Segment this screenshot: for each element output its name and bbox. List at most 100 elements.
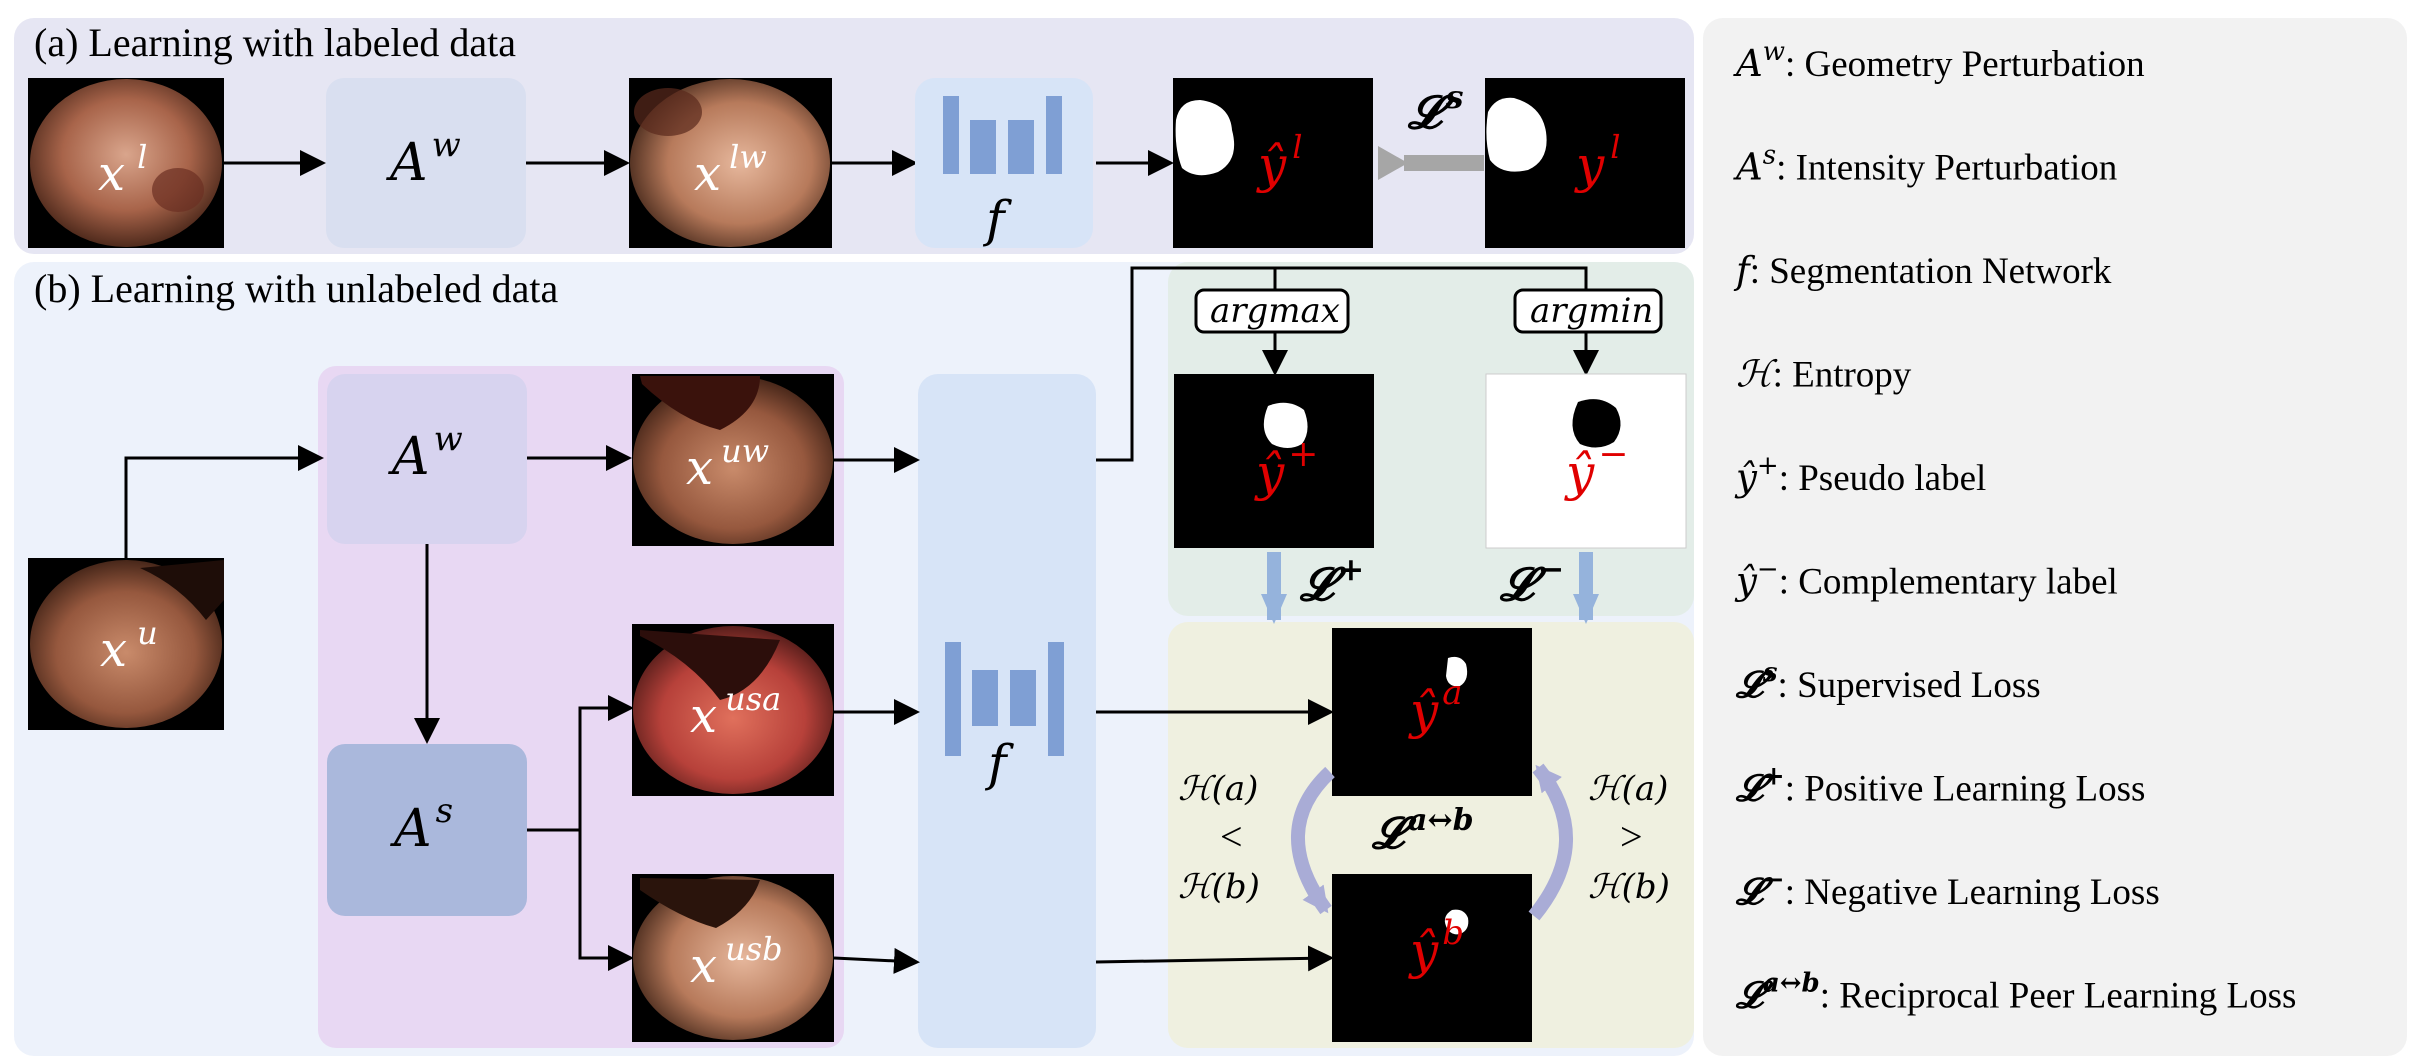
- label-x-sup: uw: [721, 432, 769, 470]
- label-yhat: ŷ: [1408, 682, 1439, 740]
- label-A: A: [388, 427, 430, 487]
- label-yhat-sup: −: [1598, 434, 1628, 475]
- arrow-reciprocal-b-to-a: [1528, 763, 1573, 921]
- legend-description: : Positive Learning Loss: [1785, 769, 2146, 810]
- line-to-argmin: [1275, 266, 1588, 292]
- label-entropy-b-right: ℋ(b): [1588, 867, 1670, 907]
- label-x-sup: l: [137, 138, 147, 176]
- label-yhat-sup: l: [1292, 128, 1302, 166]
- label-x: x: [100, 622, 127, 678]
- arrow-reciprocal-a-to-b: [1291, 766, 1335, 915]
- label-A-sup-w: w: [434, 419, 463, 459]
- label-yhat-sup: b: [1442, 913, 1464, 953]
- legend-description: : Geometry Perturbation: [1785, 44, 2145, 85]
- svg-text:𝓛+: 𝓛+: [1299, 550, 1364, 611]
- label-x-sup: usb: [725, 930, 783, 968]
- legend-item: Aw: Geometry Perturbation: [1733, 37, 2145, 85]
- legend-symbol-sup: w: [1763, 37, 1785, 67]
- legend-description: : Supervised Loss: [1778, 665, 2041, 706]
- label-x: x: [690, 938, 717, 994]
- label-yhat: ŷ: [1254, 444, 1285, 502]
- label-entropy-a-left: ℋ(a): [1178, 769, 1258, 809]
- label-A: A: [386, 133, 428, 193]
- label-y: y: [1574, 136, 1605, 194]
- arrow-xu-to-aw: [124, 445, 324, 558]
- label-greater-than: >: [1620, 814, 1643, 859]
- svg-text:xlw: xlw: [694, 138, 767, 202]
- label-entropy-a-right: ℋ(a): [1588, 769, 1668, 809]
- panel-b-title: (b) Learning with unlabeled data: [34, 266, 558, 311]
- label-yhat-sup: +: [1288, 434, 1318, 475]
- label-x-sup: usa: [725, 680, 781, 718]
- legend-item: ℋ: Entropy: [1736, 353, 1912, 396]
- label-argmin: argmin: [1530, 291, 1653, 331]
- arrow-net-to-yhat-b: [1095, 945, 1334, 972]
- legend-symbol: ℋ: [1736, 353, 1778, 396]
- label-yhat: ŷ: [1408, 922, 1439, 980]
- legend-symbol-sup: a↔b: [1763, 969, 1820, 999]
- mask-yhat-plus: ŷ+: [1174, 374, 1374, 548]
- label-x: x: [694, 146, 721, 202]
- label-x: x: [98, 146, 125, 202]
- svg-text:Aw: Aw: [388, 419, 463, 487]
- label-A-sup-w: w: [432, 125, 461, 165]
- label-L-ab-sup: a↔b: [1408, 803, 1474, 838]
- legend-symbol-sup: −: [1757, 555, 1779, 585]
- label-L-plus-sup: +: [1337, 550, 1364, 588]
- legend-item: 𝓛−: Negative Learning Loss: [1735, 865, 2160, 913]
- legend-item: f: Segmentation Network: [1733, 249, 2112, 292]
- mask-yhat-minus: ŷ−: [1485, 373, 1687, 549]
- network-region-b: [918, 374, 1096, 1048]
- legend-symbol-sup: +: [1763, 762, 1785, 792]
- legend-item: As: Intensity Perturbation: [1733, 141, 2117, 189]
- network-f-b: f: [945, 642, 1064, 792]
- label-A-sup-s: s: [436, 791, 453, 831]
- label-yhat: ŷ: [1256, 136, 1287, 194]
- svg-text:ŷa: ŷa: [1408, 673, 1463, 740]
- legend-description: : Segmentation Network: [1750, 251, 2112, 292]
- label-yhat: ŷ: [1564, 444, 1595, 502]
- peer-learning-region: [1168, 622, 1694, 1048]
- label-A: A: [390, 799, 432, 859]
- legend-description: : Intensity Perturbation: [1776, 148, 2117, 189]
- legend-description: : Entropy: [1773, 355, 1912, 396]
- legend-description: : Pseudo label: [1779, 458, 1987, 499]
- legend-item: 𝓛a↔b: Reciprocal Peer Learning Loss: [1735, 969, 2296, 1017]
- legend-symbol-sup: +: [1757, 451, 1779, 481]
- arrow-xusb-to-net: [833, 947, 920, 974]
- svg-text:xu: xu: [100, 614, 158, 678]
- legend-item: ŷ−: Complementary label: [1734, 555, 2118, 603]
- argmax-op: argmax: [1194, 288, 1350, 334]
- label-L-minus-sup: −: [1537, 550, 1564, 588]
- legend-item: 𝓛s: Supervised Loss: [1735, 658, 2041, 706]
- network-f-a: f: [915, 78, 1093, 248]
- arrow-as-to-xusa: [527, 695, 634, 832]
- label-argmax: argmax: [1210, 291, 1340, 331]
- svg-text:ŷb: ŷb: [1408, 913, 1464, 980]
- label-x: x: [686, 440, 713, 496]
- legend-symbol-sup: −: [1763, 865, 1785, 895]
- legend-symbol: ŷ: [1734, 560, 1758, 603]
- arrow-as-to-xusb: [578, 830, 634, 971]
- legend-symbol-sup: s: [1763, 141, 1776, 171]
- svg-text:ŷl: ŷl: [1256, 128, 1302, 194]
- svg-text:ŷ−: ŷ−: [1564, 434, 1628, 502]
- legend-symbol: A: [1733, 42, 1763, 85]
- legend-symbol: ŷ: [1734, 456, 1758, 499]
- label-less-than: <: [1220, 814, 1243, 859]
- label-x-sup: lw: [729, 138, 767, 176]
- arrow-net-to-argmax: [1096, 266, 1277, 462]
- svg-text:As: As: [390, 791, 453, 859]
